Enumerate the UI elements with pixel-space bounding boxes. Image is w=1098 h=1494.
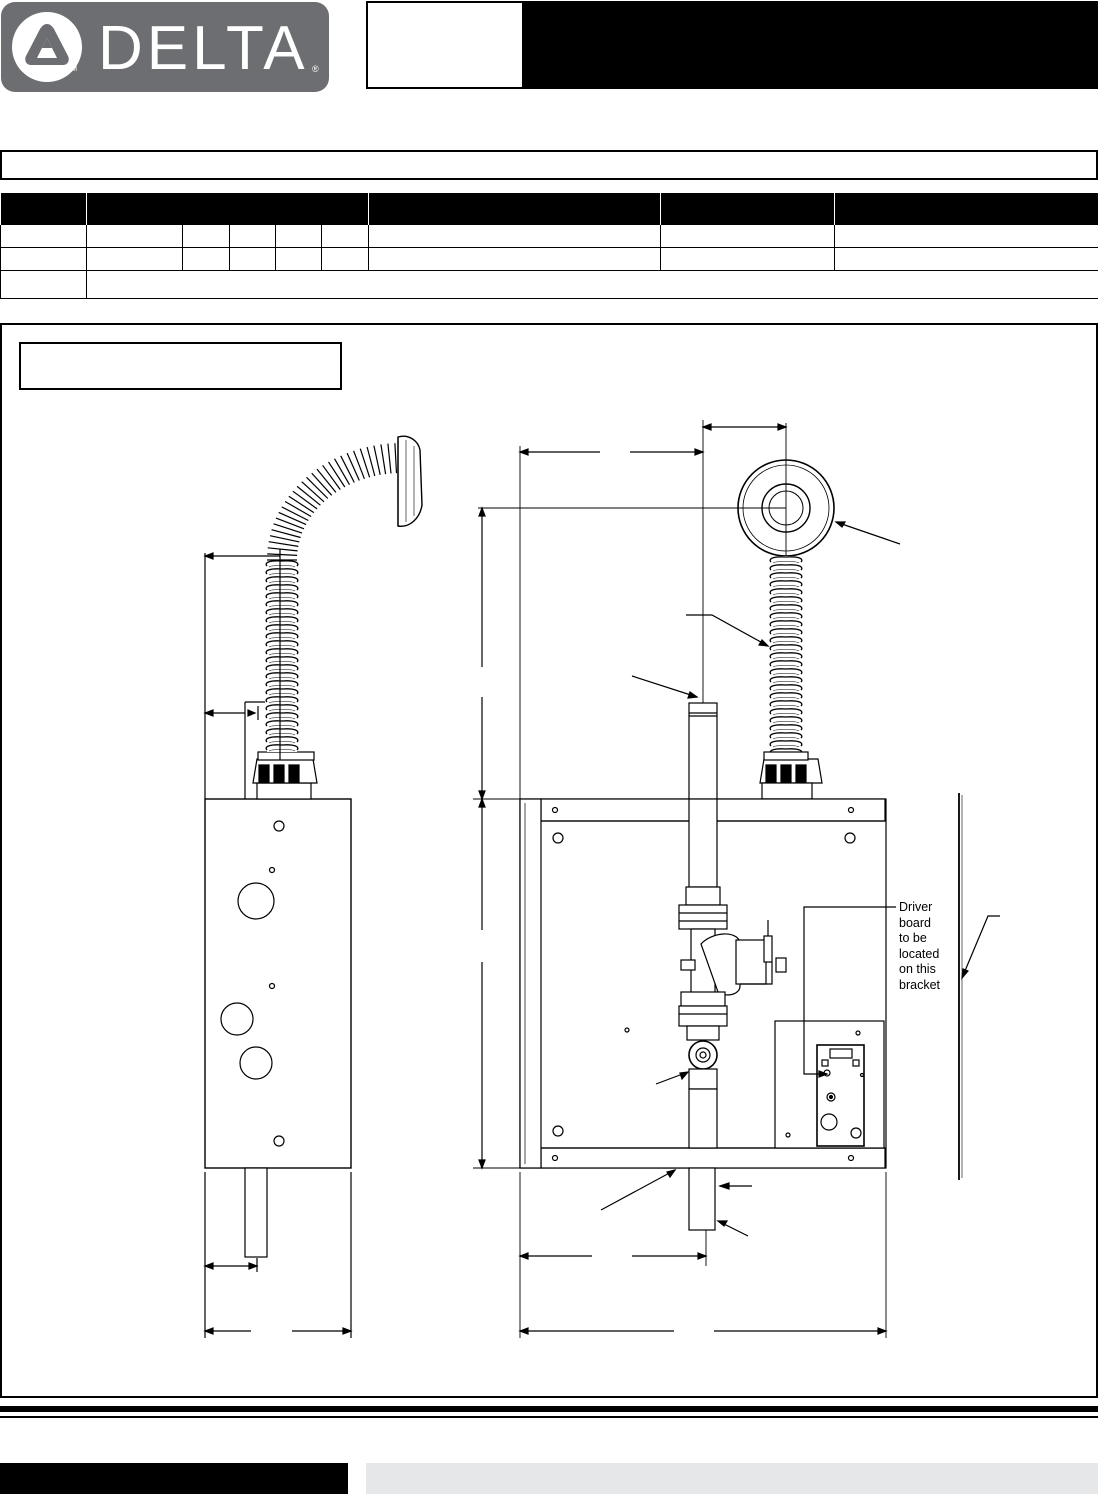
drawing-label-box bbox=[19, 342, 342, 390]
table-header-cell bbox=[85, 193, 369, 225]
delta-triangle-icon bbox=[12, 12, 82, 82]
leader-line bbox=[600, 1169, 676, 1211]
callout-line: to be bbox=[899, 931, 927, 945]
flex-conduit bbox=[769, 556, 803, 756]
leader-line bbox=[803, 906, 896, 1075]
table-header-cell bbox=[660, 193, 835, 225]
union-nut bbox=[678, 1005, 728, 1027]
table-header-cell bbox=[834, 193, 1098, 225]
table-header-row bbox=[0, 193, 1098, 225]
callout-line: located bbox=[899, 946, 940, 961]
table-cell bbox=[275, 224, 322, 248]
stop-valve bbox=[688, 1040, 718, 1070]
table-row bbox=[0, 224, 1098, 248]
table-header-cell bbox=[368, 193, 661, 225]
side-view bbox=[203, 435, 423, 1338]
table-row bbox=[0, 247, 1098, 271]
footer-grey-block bbox=[366, 1463, 1098, 1494]
table-cell bbox=[320, 224, 370, 248]
model-number-box bbox=[366, 1, 524, 89]
table-cell bbox=[368, 224, 662, 248]
leader-line bbox=[835, 521, 901, 545]
footer-rule-thin bbox=[0, 1416, 1098, 1418]
delta-wordmark: DELTA bbox=[98, 14, 309, 83]
table-cell bbox=[834, 247, 1098, 271]
table-header-cell bbox=[0, 193, 87, 225]
title-banner bbox=[524, 1, 1098, 89]
union-nut bbox=[678, 904, 728, 930]
callout-line: on this bbox=[899, 962, 936, 976]
leader-line bbox=[686, 614, 769, 647]
callout-line: bracket bbox=[899, 977, 940, 992]
drawing-frame bbox=[0, 323, 1098, 1398]
callout-line: Driver bbox=[899, 900, 933, 914]
side-box bbox=[204, 798, 352, 1169]
solenoid-coil bbox=[735, 939, 767, 985]
table-cell bbox=[86, 224, 183, 248]
knockout-hole bbox=[239, 1046, 273, 1080]
leader-line bbox=[961, 915, 1000, 979]
registered-mark: ® bbox=[312, 64, 319, 74]
table-cell bbox=[320, 247, 370, 271]
trademark-mark: TM bbox=[67, 66, 78, 73]
table-cell bbox=[0, 224, 87, 248]
flex-conduit bbox=[265, 560, 299, 752]
callout-line: board bbox=[899, 915, 931, 930]
specification-table bbox=[0, 193, 1098, 299]
notes-cell bbox=[85, 270, 1098, 299]
table-cell bbox=[834, 224, 1098, 248]
footer-black-block bbox=[0, 1463, 348, 1494]
front-view bbox=[473, 420, 1000, 1338]
outlet-pipe bbox=[688, 1167, 716, 1231]
knockout-hole bbox=[220, 1002, 254, 1036]
supply-pipe bbox=[688, 702, 718, 800]
wall-plate-side bbox=[397, 435, 423, 527]
driver-board-callout: Driver board to be located on this brack… bbox=[899, 900, 940, 993]
table-cell bbox=[0, 247, 87, 271]
table-cell bbox=[0, 270, 87, 299]
outlet-pipe bbox=[244, 1167, 268, 1258]
leader-line bbox=[631, 675, 698, 698]
footer-rule-thick bbox=[0, 1406, 1098, 1412]
table-row bbox=[0, 270, 1098, 299]
knockout-hole bbox=[237, 882, 275, 920]
table-cell bbox=[86, 247, 183, 271]
description-bar bbox=[0, 150, 1098, 180]
table-cell bbox=[660, 247, 836, 271]
